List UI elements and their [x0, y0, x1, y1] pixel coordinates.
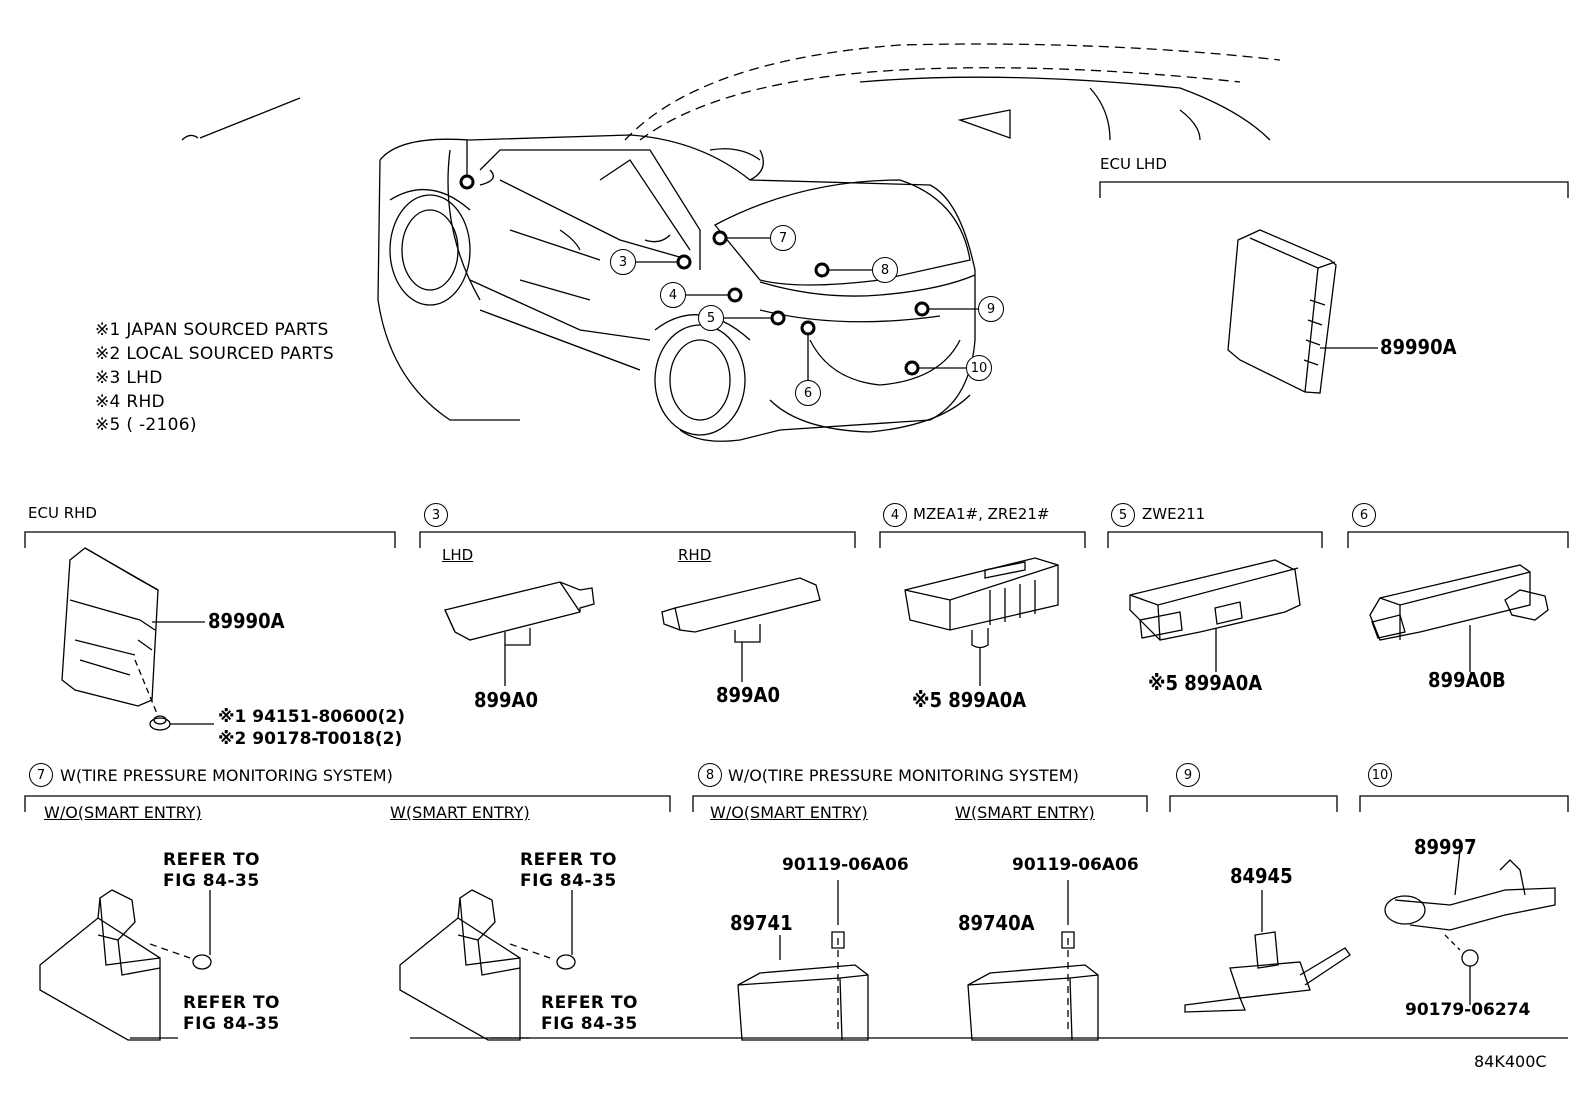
callout-10[interactable]: 10 — [966, 355, 992, 381]
ecu-rhd-clip-local[interactable]: ※2 90178-T0018(2) — [218, 729, 403, 749]
sec3-lhd-label: LHD — [442, 546, 474, 564]
callout-dots — [459, 174, 930, 376]
sec3-rhd-part-number[interactable]: 899A0 — [716, 683, 781, 707]
callout-3[interactable]: 3 — [610, 249, 636, 275]
sec8-drawings — [737, 880, 1099, 1041]
sec5-drawing — [1129, 559, 1301, 672]
sec8-screw-1[interactable]: 90119-06A06 — [782, 855, 909, 875]
sec8-screw-2[interactable]: 90119-06A06 — [1012, 855, 1139, 875]
sec7-sub-with-smart-entry: W(SMART ENTRY) — [390, 803, 530, 822]
sec6-drawing — [1369, 564, 1549, 672]
sec7-refer-c1: REFER TO — [520, 850, 617, 870]
sec8-title: W/O(TIRE PRESSURE MONITORING SYSTEM) — [728, 766, 1079, 785]
sec4-part-number[interactable]: ※5 899A0A — [912, 688, 1027, 712]
ecu-rhd-clip-japan[interactable]: ※1 94151-80600(2) — [218, 707, 405, 727]
sec9-drawing — [1184, 890, 1351, 1013]
ecu-rhd-part-number[interactable]: 89990A — [208, 609, 285, 633]
section-10-number: 10 — [1368, 763, 1392, 787]
section-6-number: 6 — [1352, 503, 1376, 527]
note-4: ※4 RHD — [95, 392, 165, 412]
sec8-part-2[interactable]: 89740A — [958, 911, 1035, 935]
sec7-refer-b2[interactable]: FIG 84-35 — [183, 1014, 280, 1034]
sec5-title: ZWE211 — [1142, 505, 1206, 523]
note-3: ※3 LHD — [95, 368, 163, 388]
sec7-sub-without-smart-entry: W/O(SMART ENTRY) — [44, 803, 202, 822]
sec3-drawings — [444, 577, 821, 686]
sec4-drawing — [904, 557, 1059, 686]
sec7-drawings — [39, 889, 576, 1041]
sec7-refer-a1: REFER TO — [163, 850, 260, 870]
figure-code: 84K400C — [1474, 1052, 1547, 1071]
sec7-title: W(TIRE PRESSURE MONITORING SYSTEM) — [60, 766, 393, 785]
sec8-part-1[interactable]: 89741 — [730, 911, 793, 935]
ecu-lhd-drawing — [1227, 229, 1378, 394]
callout-7[interactable]: 7 — [770, 225, 796, 251]
sec7-refer-d1: REFER TO — [541, 993, 638, 1013]
note-2: ※2 LOCAL SOURCED PARTS — [95, 344, 334, 364]
ecu-lhd-header: ECU LHD — [1100, 155, 1167, 173]
section-9-number: 9 — [1176, 763, 1200, 787]
section-7-number: 7 — [29, 763, 53, 787]
sec7-refer-b1: REFER TO — [183, 993, 280, 1013]
section-4-number: 4 — [883, 503, 907, 527]
sec6-part-number[interactable]: 899A0B — [1428, 668, 1506, 692]
sec10-part-number[interactable]: 89997 — [1414, 835, 1477, 859]
callout-8[interactable]: 8 — [872, 257, 898, 283]
callout-4[interactable]: 4 — [660, 282, 686, 308]
sec7-refer-c2[interactable]: FIG 84-35 — [520, 871, 617, 891]
note-1: ※1 JAPAN SOURCED PARTS — [95, 320, 329, 340]
note-5: ※5 ( -2106) — [95, 415, 197, 435]
sec5-part-number[interactable]: ※5 899A0A — [1148, 671, 1263, 695]
ecu-lhd-part-number[interactable]: 89990A — [1380, 335, 1457, 359]
section-5-number: 5 — [1111, 503, 1135, 527]
section-brackets — [24, 181, 1569, 1039]
sec8-sub-without-smart-entry: W/O(SMART ENTRY) — [710, 803, 868, 822]
ecu-rhd-drawing — [61, 547, 214, 731]
car-illustration — [181, 43, 1281, 442]
section-8-number: 8 — [698, 763, 722, 787]
sec7-refer-a2[interactable]: FIG 84-35 — [163, 871, 260, 891]
sec4-title: MZEA1#, ZRE21# — [913, 505, 1050, 523]
sec10-drawing — [1384, 849, 1556, 1005]
sec7-refer-d2[interactable]: FIG 84-35 — [541, 1014, 638, 1034]
car-callouts — [466, 140, 978, 380]
sec9-part-number[interactable]: 84945 — [1230, 864, 1293, 888]
ecu-rhd-header: ECU RHD — [28, 504, 97, 522]
sec3-rhd-label: RHD — [678, 546, 712, 564]
callout-6[interactable]: 6 — [795, 380, 821, 406]
callout-5[interactable]: 5 — [698, 305, 724, 331]
sec10-nut-part-number[interactable]: 90179-06274 — [1405, 1000, 1531, 1020]
sec8-sub-with-smart-entry: W(SMART ENTRY) — [955, 803, 1095, 822]
sec3-lhd-part-number[interactable]: 899A0 — [474, 688, 539, 712]
section-3-number: 3 — [424, 503, 448, 527]
callout-9[interactable]: 9 — [978, 296, 1004, 322]
